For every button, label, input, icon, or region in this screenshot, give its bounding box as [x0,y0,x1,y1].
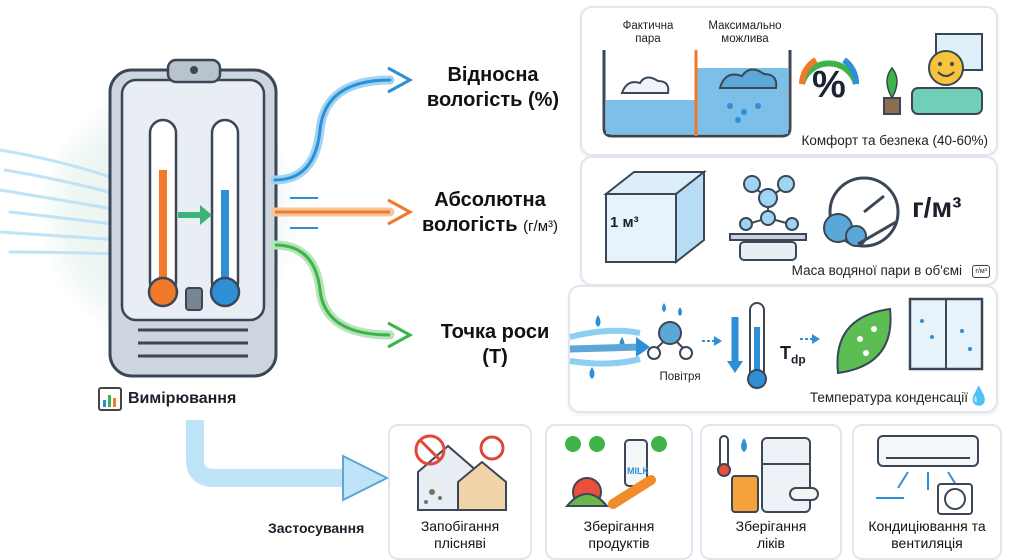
tdp-label: Tdp [780,343,806,367]
max-vapor-label: Максимально можлива [708,20,782,45]
actual-vapor-label: Фактична пара [622,20,674,45]
panel-absolute-humidity: 1 м³ г/м³ Маса водяної пари в об'ємі г/м… [580,156,998,286]
measure-dew-point: Точка роси (T) [440,321,550,368]
app-label-food: Зберігання продуктів [583,518,655,551]
flow-arrows [270,66,414,349]
app-label-medicine: Зберігання ліків [735,518,807,551]
app-label-hvac: Кондиціювання та вентиляція [868,518,986,551]
app-card-medicine: Зберігання ліків [700,424,842,560]
house-mold-icon [414,434,507,511]
panel-dew-point: Повітря Tdp Температура конденсації 💧 [568,285,998,413]
applications-label: Застосування [268,520,365,536]
cube-volume-label: 1 м³ [610,214,639,231]
applications-arrow [186,420,390,502]
gauge-icon [799,57,859,85]
unit-label: г/м³ [912,192,962,223]
cube-icon [603,169,707,265]
panel-relative-humidity: Фактична пара Максимально можлива % Комф… [580,6,998,156]
measure-relative-humidity: Відносна вологість (%) [426,64,560,111]
app-card-food: MILK Зберігання продуктів [545,424,693,560]
app-card-mold: Запобігання плісняві [388,424,532,560]
comfort-room-icon [883,33,983,115]
milk-label: MILK [627,466,649,476]
hygrometer-device [108,58,278,378]
measurement-label: Вимірювання [98,387,236,411]
food-storage-icon [564,436,667,509]
droplet-icon: 💧 [967,386,990,406]
rh-caption: Комфорт та безпека (40-60%) [801,133,989,148]
weight-badge: г/м³ [972,265,990,278]
measure-absolute-humidity: Абсолютна вологість (г/м³) [421,189,558,236]
water-tank-icon [602,50,792,138]
air-label: Повітря [659,371,701,383]
dew-process-icons [569,297,984,389]
incoming-air-streams [0,148,122,256]
medicine-fridge-icon [717,435,819,513]
dp-caption: Температура конденсації [809,390,968,405]
scale-molecule-icon [729,175,807,261]
percent-symbol: % [812,64,846,106]
app-label-mold: Запобігання плісняві [420,518,500,551]
hvac-icon [876,435,979,515]
chart-icon [98,387,122,411]
app-card-hvac: Кондиціювання та вентиляція [852,424,1002,560]
stopwatch-arrow-icon [823,176,900,248]
ah-caption: Маса водяної пари в об'ємі [791,263,962,278]
